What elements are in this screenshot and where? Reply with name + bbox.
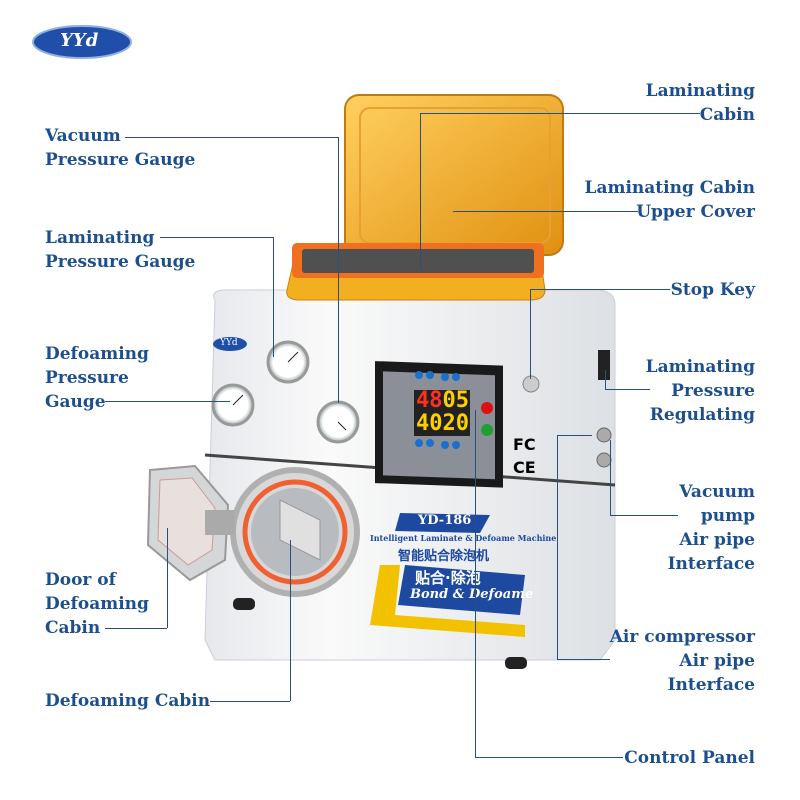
banner-cn: 贴合·除泡: [415, 569, 481, 587]
body-logo-text: YYd: [220, 338, 238, 348]
cert-ce: CE: [513, 458, 536, 477]
subtitle-cn: 智能贴合除泡机: [398, 549, 490, 564]
label-stop-key: Stop Key: [670, 280, 755, 300]
banner-en: Bond & Defoame: [410, 587, 534, 602]
label-control-panel: Control Panel: [624, 748, 755, 768]
label-defoaming-cabin: Defoaming Cabin: [45, 691, 211, 711]
stop-key: [522, 375, 540, 393]
brand-logo-text: YYd: [60, 30, 99, 51]
cert-fc: FC: [513, 435, 536, 454]
readout-top-right: 05: [442, 388, 470, 413]
readout-bottom-right: 20: [442, 411, 470, 436]
model-label: YD-186: [418, 513, 472, 528]
readout-bottom-left: 40: [416, 411, 443, 436]
panel-readout: 4805 4020: [416, 390, 469, 436]
upper-cover: [344, 94, 564, 256]
subtitle-en: Intelligent Laminate & Defoame Machine: [370, 533, 557, 543]
brand-logo: [32, 25, 132, 59]
readout-top-left: 48: [416, 388, 443, 413]
